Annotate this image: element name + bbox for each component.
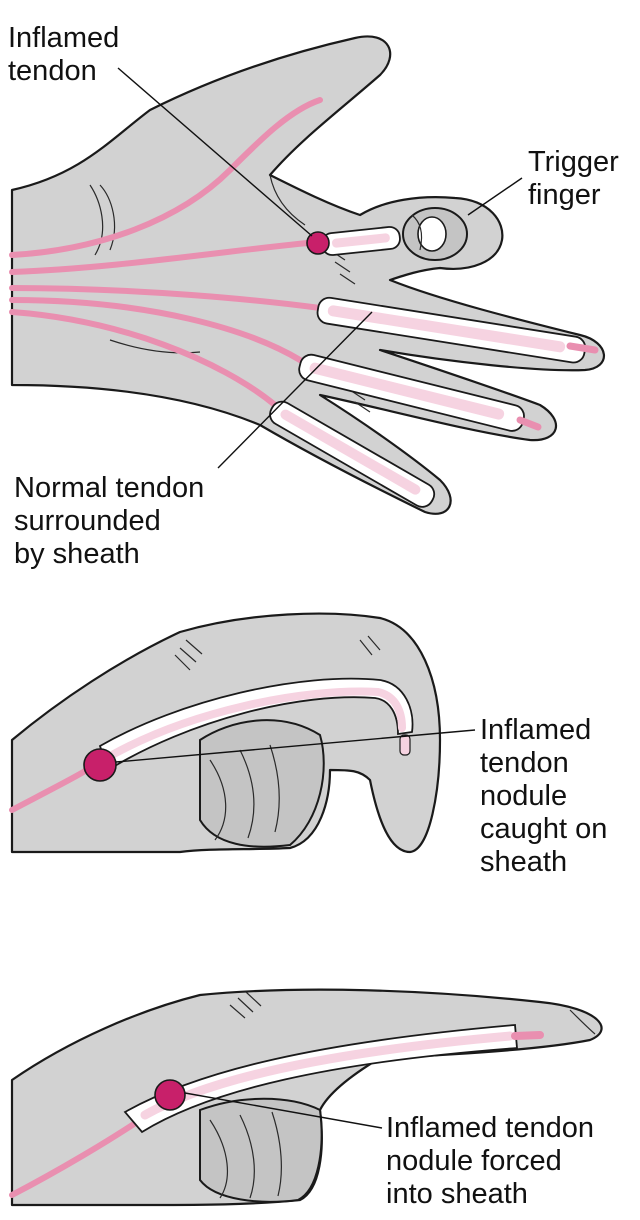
leader-forced-nodule bbox=[184, 1092, 383, 1129]
leader-normal-tendon bbox=[217, 311, 373, 469]
sheath-ring-finger bbox=[298, 353, 542, 432]
tendon-trigger-finger bbox=[9, 239, 321, 275]
forced-nodule-panel bbox=[9, 988, 603, 1207]
inflamed-nodule-forced bbox=[154, 1079, 186, 1111]
sheath-middle-finger bbox=[316, 296, 599, 364]
tendon-ring-finger bbox=[9, 297, 303, 363]
label-forced-nodule: Inflamed tendon nodule forced into sheat… bbox=[386, 1112, 594, 1210]
sheath-little-finger bbox=[269, 400, 436, 508]
caught-nodule-panel bbox=[9, 612, 476, 854]
leader-trigger-finger bbox=[467, 177, 523, 216]
tendon-extended bbox=[9, 1117, 143, 1198]
leader-inflamed-tendon bbox=[117, 67, 313, 237]
leader-caught-nodule bbox=[115, 729, 476, 763]
label-caught-nodule: Inflamed tendon nodule caught on sheath bbox=[480, 714, 608, 878]
label-normal-tendon: Normal tendon surrounded by sheath bbox=[14, 472, 205, 570]
sheath-bent bbox=[98, 677, 414, 772]
inflamed-nodule-caught bbox=[83, 748, 117, 782]
thumb-tendon bbox=[9, 97, 323, 258]
label-trigger-finger: Trigger finger bbox=[528, 146, 619, 211]
tendon-middle-finger bbox=[9, 285, 323, 311]
tendon-little-finger bbox=[9, 309, 278, 408]
inflamed-nodule-open bbox=[306, 231, 330, 255]
label-inflamed-tendon: Inflamed tendon bbox=[8, 22, 120, 87]
sheath-trigger-finger bbox=[321, 226, 401, 256]
open-hand-panel bbox=[9, 35, 605, 515]
